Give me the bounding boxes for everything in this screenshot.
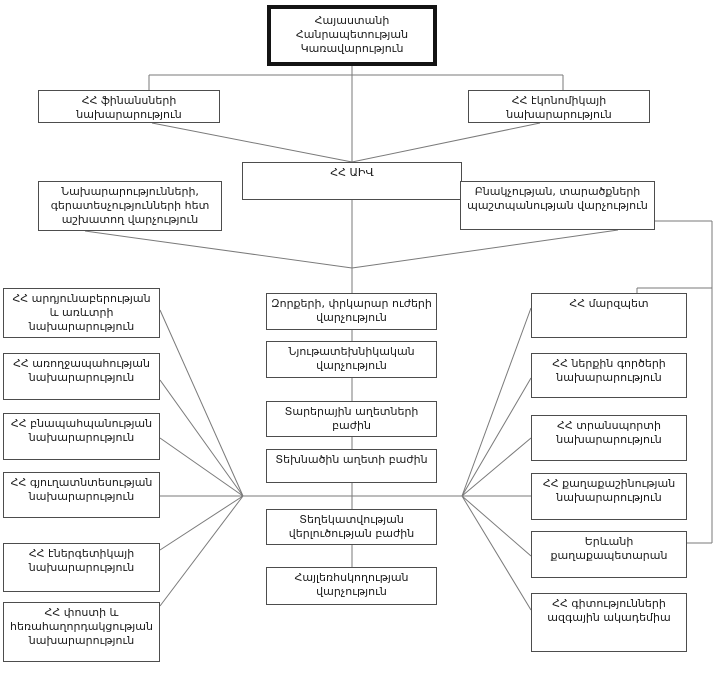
node-information-analysis-division: Տեղեկատվության վերլուծության բաժին [266, 509, 437, 545]
node-yerevan-municipality: Երևանի քաղաքապետարան [531, 531, 687, 578]
node-post-telecom-ministry: ՀՀ փոստի և հեռահաղորդակցության նախարարու… [3, 602, 160, 662]
node-marzpet: ՀՀ մարզպետ [531, 293, 687, 338]
node-industry-trade-ministry: ՀՀ արդյունաբերության և առևտրի նախարարութ… [3, 288, 160, 338]
node-urban-development-ministry: ՀՀ քաղաքաշինության նախարարություն [531, 473, 687, 520]
node-energy-ministry: ՀՀ էներգետիկայի նախարարություն [3, 543, 160, 592]
node-finance-ministry: ՀՀ ֆինանսների նախարարություն [38, 90, 220, 123]
node-environment-ministry: ՀՀ բնապահպանության նախարարություն [3, 413, 160, 460]
node-logistics-dept: Նյութատեխնիկական վարչություն [266, 341, 437, 378]
node-transport-ministry: ՀՀ տրանսպորտի նախարարություն [531, 415, 687, 461]
node-technogenic-disaster-division: Տեխնածին աղետի բաժին [266, 449, 437, 483]
node-health-ministry: ՀՀ առողջապահության նախարարություն [3, 353, 160, 400]
node-internal-affairs-ministry: ՀՀ ներքին գործերի նախարարություն [531, 353, 687, 398]
node-academy-of-sciences: ՀՀ գիտությունների ազգային ակադեմիա [531, 593, 687, 652]
node-aiv: ՀՀ ԱԻՎ [242, 162, 462, 200]
node-troops-rescue-dept: Զորքերի, փրկարար ուժերի վարչություն [266, 293, 437, 330]
node-natural-disasters-division: Տարերային աղետների բաժին [266, 401, 437, 437]
node-government: Հայաստանի Հանրապետության Կառավարություն [267, 5, 437, 66]
node-agriculture-ministry: ՀՀ գյուղատնտեսության նախարարություն [3, 472, 160, 518]
node-mountain-control-dept: Հայլեռհսկողության վարչություն [266, 567, 437, 605]
node-ministries-liaison-dept: Նախարարությունների, գերատեսչությունների … [38, 181, 222, 231]
node-population-protection-dept: Բնակչության, տարածքների պաշտպանության վա… [460, 181, 655, 230]
node-economy-ministry: ՀՀ էկոնոմիկայի նախարարություն [468, 90, 650, 123]
